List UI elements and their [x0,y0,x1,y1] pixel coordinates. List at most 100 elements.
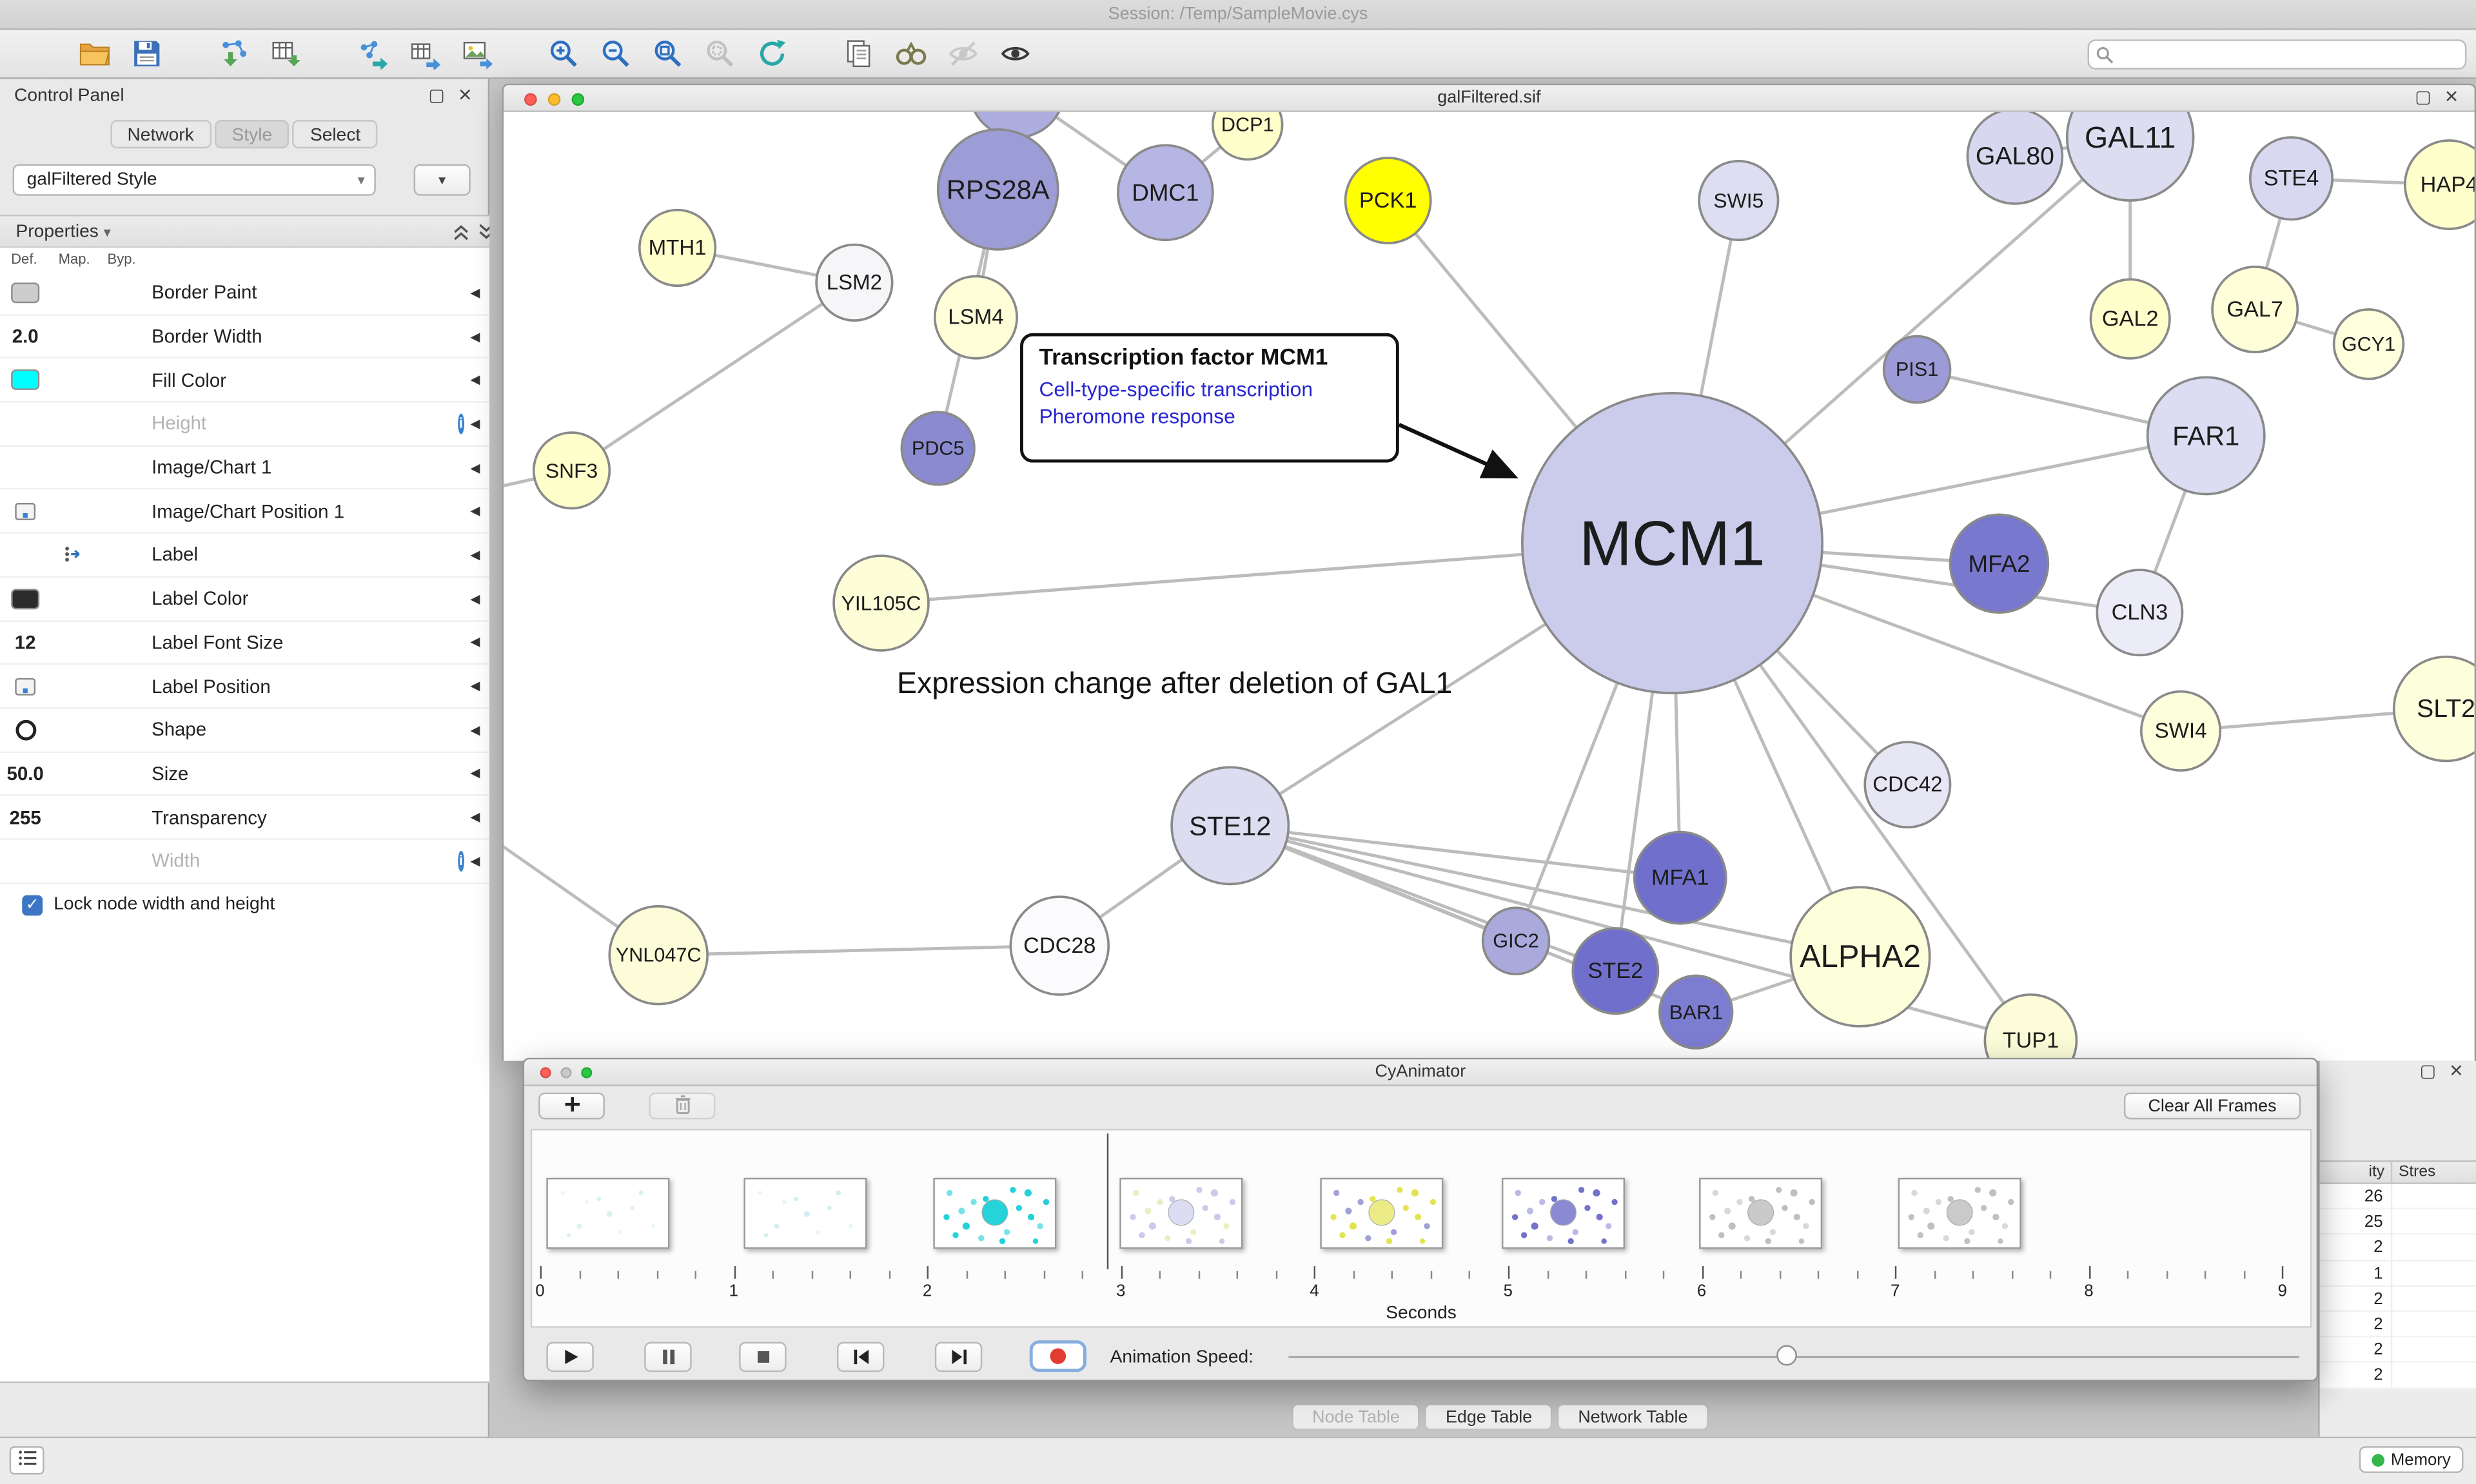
default-value-cell[interactable]: 255 [0,806,50,828]
table-row[interactable]: 26 [2319,1184,2476,1210]
network-node-MFA1[interactable] [1633,830,1727,925]
network-edge-STE12-MFA1[interactable] [1230,824,1681,880]
network-node-SWI4[interactable] [2140,690,2222,772]
property-row-image-chart-1[interactable]: Image/Chart 1◀ [0,446,490,491]
network-node-LSM2[interactable] [815,243,894,322]
close-panel-icon[interactable]: ✕ [2449,1062,2464,1082]
first-neighbors-icon[interactable] [892,35,930,73]
row-expander[interactable]: ◀ [458,635,489,649]
table-row[interactable]: 1 [2319,1260,2476,1287]
network-node-CDC42[interactable] [1863,741,1952,829]
table-row[interactable]: 2 [2319,1286,2476,1312]
style-options-button[interactable]: ▾ [413,164,471,196]
add-frame-button[interactable] [538,1092,605,1120]
row-expander[interactable]: ◀ [458,766,489,781]
network-node-FAR1[interactable] [2146,376,2266,496]
open-session-icon[interactable] [76,35,114,73]
close-window-icon[interactable]: ✕ [2444,88,2459,108]
row-expander[interactable]: ◀ [458,504,489,518]
network-node-GAL80[interactable] [1966,112,2064,205]
row-expander[interactable]: ◀ [458,592,489,606]
frame-thumbnail-5[interactable] [1320,1177,1444,1249]
network-node-CDC28[interactable] [1009,895,1110,996]
property-row-shape[interactable]: Shape◀ [0,708,490,753]
row-expander[interactable]: ◀ [458,723,489,737]
tab-node-table[interactable]: Node Table [1292,1403,1420,1430]
table-row[interactable]: 2 [2319,1337,2476,1363]
network-edge-YNL047C-CDC28[interactable] [658,944,1060,957]
frame-thumbnail-8[interactable] [1898,1177,2021,1249]
search-box[interactable] [2087,39,2467,70]
zoom-traffic-light[interactable] [581,1066,593,1078]
import-network-icon[interactable] [215,35,253,73]
frame-thumbnail-3[interactable] [933,1177,1057,1249]
row-expander[interactable]: ◀ [458,286,489,300]
show-all-icon[interactable] [996,35,1034,73]
tab-network-table[interactable]: Network Table [1557,1403,1709,1430]
tab-style[interactable]: Style [214,120,290,149]
row-expander[interactable]: ◀ [458,460,489,474]
annotation-link-1[interactable]: Cell-type-specific transcription [1039,377,1313,402]
network-node-PCK1[interactable] [1344,157,1432,244]
network-node-STE4[interactable] [2248,136,2334,221]
close-panel-icon[interactable]: ✕ [457,86,473,106]
refresh-layout-icon[interactable] [753,35,791,73]
network-node-ALPHA2[interactable] [1789,886,1931,1028]
network-node-SLT2[interactable] [2392,655,2475,763]
minimize-traffic-light[interactable] [547,92,561,105]
export-network-icon[interactable] [354,35,392,73]
table-row[interactable]: 25 [2319,1209,2476,1236]
network-window-titlebar[interactable]: galFiltered.sif ▢ ✕ [504,85,2475,112]
float-panel-icon[interactable]: ▢ [428,86,445,106]
default-value-cell[interactable]: 50.0 [0,763,50,785]
export-table-icon[interactable] [406,35,444,73]
default-value-cell[interactable] [0,719,50,740]
network-annotation-box[interactable]: Transcription factor MCM1 Cell-type-spec… [1020,333,1399,463]
property-row-image-chart-position-1[interactable]: Image/Chart Position 1◀ [0,490,490,534]
minimize-traffic-light[interactable] [560,1066,572,1078]
network-node-DMC1[interactable] [1117,144,1214,242]
network-node-HAP4[interactable] [2404,139,2475,230]
import-table-icon[interactable] [267,35,305,73]
record-button[interactable] [1029,1340,1086,1372]
default-value-cell[interactable]: 2.0 [0,326,50,347]
network-node-PIS1[interactable] [1882,335,1952,404]
default-value-cell[interactable] [0,502,50,520]
delete-frame-button[interactable] [649,1092,716,1120]
stop-button[interactable] [739,1342,787,1372]
network-node-MFA2[interactable] [1949,513,2050,614]
zoom-selected-icon[interactable] [701,35,739,73]
network-node-PDC5[interactable] [900,411,976,486]
property-row-label-position[interactable]: Label Position◀ [0,665,490,709]
network-node-STE12[interactable] [1170,766,1290,886]
table-row[interactable]: 2 [2319,1235,2476,1261]
zoom-fit-icon[interactable] [649,35,687,73]
export-image-icon[interactable] [458,35,496,73]
network-node-BAR1[interactable] [1658,974,1734,1050]
network-node-LSM4[interactable] [933,275,1018,360]
tab-select[interactable]: Select [293,120,378,149]
timeline-playhead[interactable] [1106,1133,1109,1269]
network-node-YIL105C[interactable] [832,554,930,652]
default-value-cell[interactable] [0,588,50,609]
float-panel-icon[interactable]: ▢ [2419,1062,2437,1082]
memory-indicator[interactable]: Memory [2359,1446,2464,1473]
network-node-SNF3[interactable] [532,431,611,510]
skip-to-start-button[interactable] [836,1342,885,1372]
pause-button[interactable] [644,1342,692,1372]
table-row[interactable]: 2 [2319,1311,2476,1338]
frame-thumbnail-7[interactable] [1699,1177,1823,1249]
zoom-out-icon[interactable] [597,35,635,73]
property-row-label[interactable]: Label◀ [0,534,490,578]
skip-to-end-button[interactable] [934,1342,983,1372]
property-row-border-paint[interactable]: Border Paint◀ [0,271,490,316]
float-window-icon[interactable]: ▢ [2415,88,2432,108]
snapshot-icon[interactable] [840,35,878,73]
default-value-cell[interactable] [0,369,50,391]
frame-thumbnail-6[interactable] [1501,1177,1626,1249]
